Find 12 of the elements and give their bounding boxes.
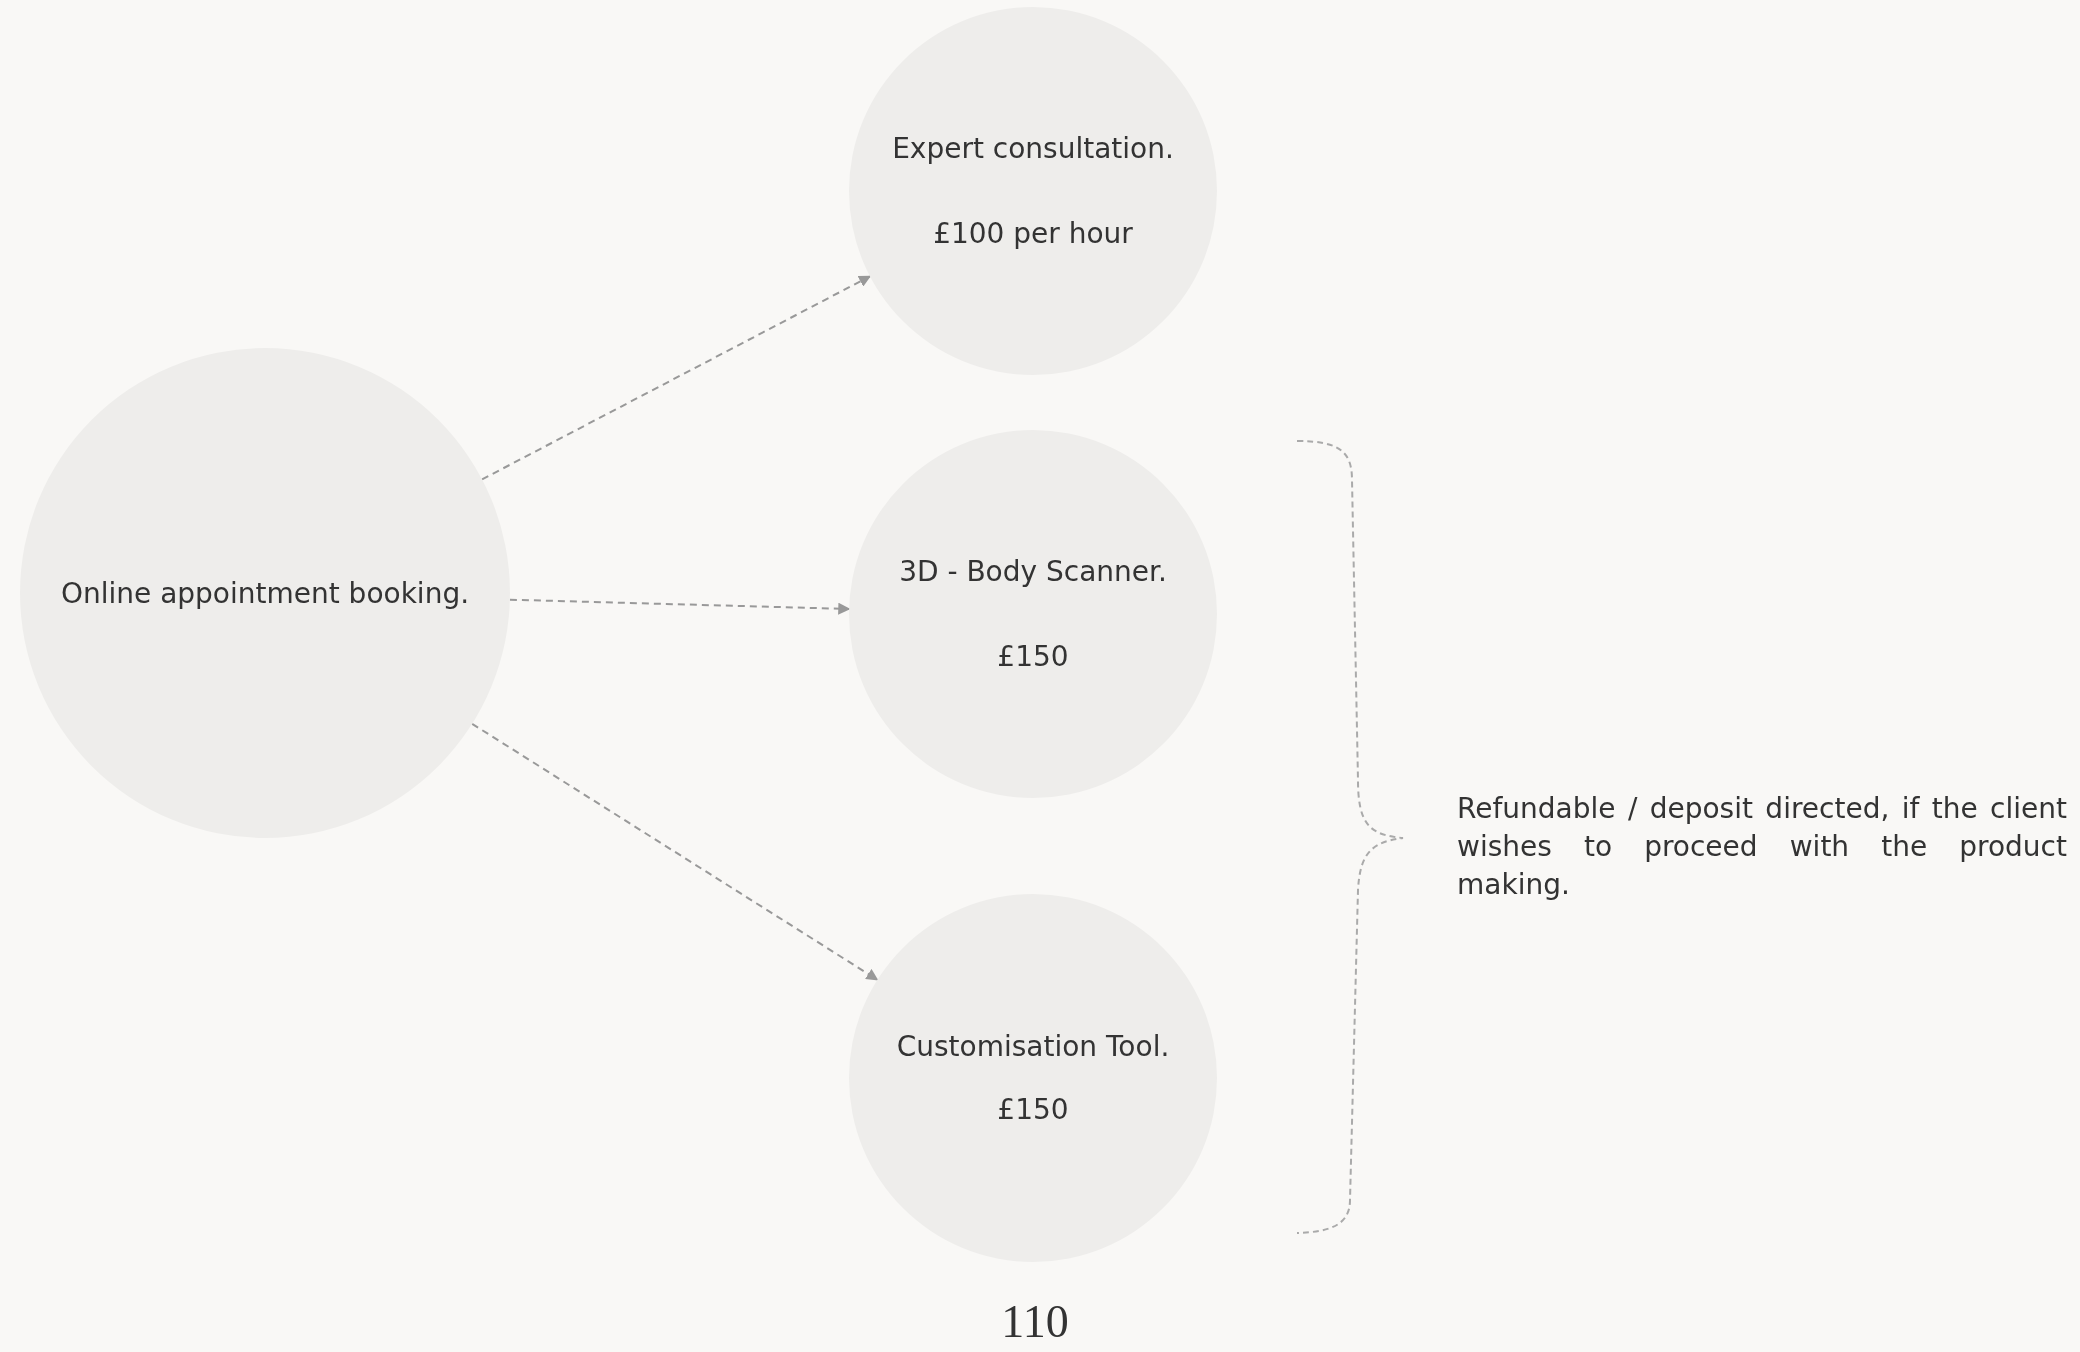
node-title: Customisation Tool. (896, 1030, 1170, 1063)
price-text: £100 per hour (933, 217, 1133, 250)
price-text: £150 (997, 1093, 1069, 1126)
node-title: 3D - Body Scanner. (899, 555, 1167, 588)
dashed-arrow (508, 598, 851, 615)
node-title: Expert consultation. (892, 132, 1174, 165)
dashed-arrow (471, 722, 879, 981)
price-text: £150 (997, 640, 1069, 673)
note-text: Refundable / deposit directed, if the client wishes to proceed with the product making. (1457, 791, 2067, 903)
node-title: Online appointment booking. (60, 576, 470, 610)
dashed-arrow (481, 275, 872, 481)
page-number: 110 (1000, 1295, 1070, 1348)
